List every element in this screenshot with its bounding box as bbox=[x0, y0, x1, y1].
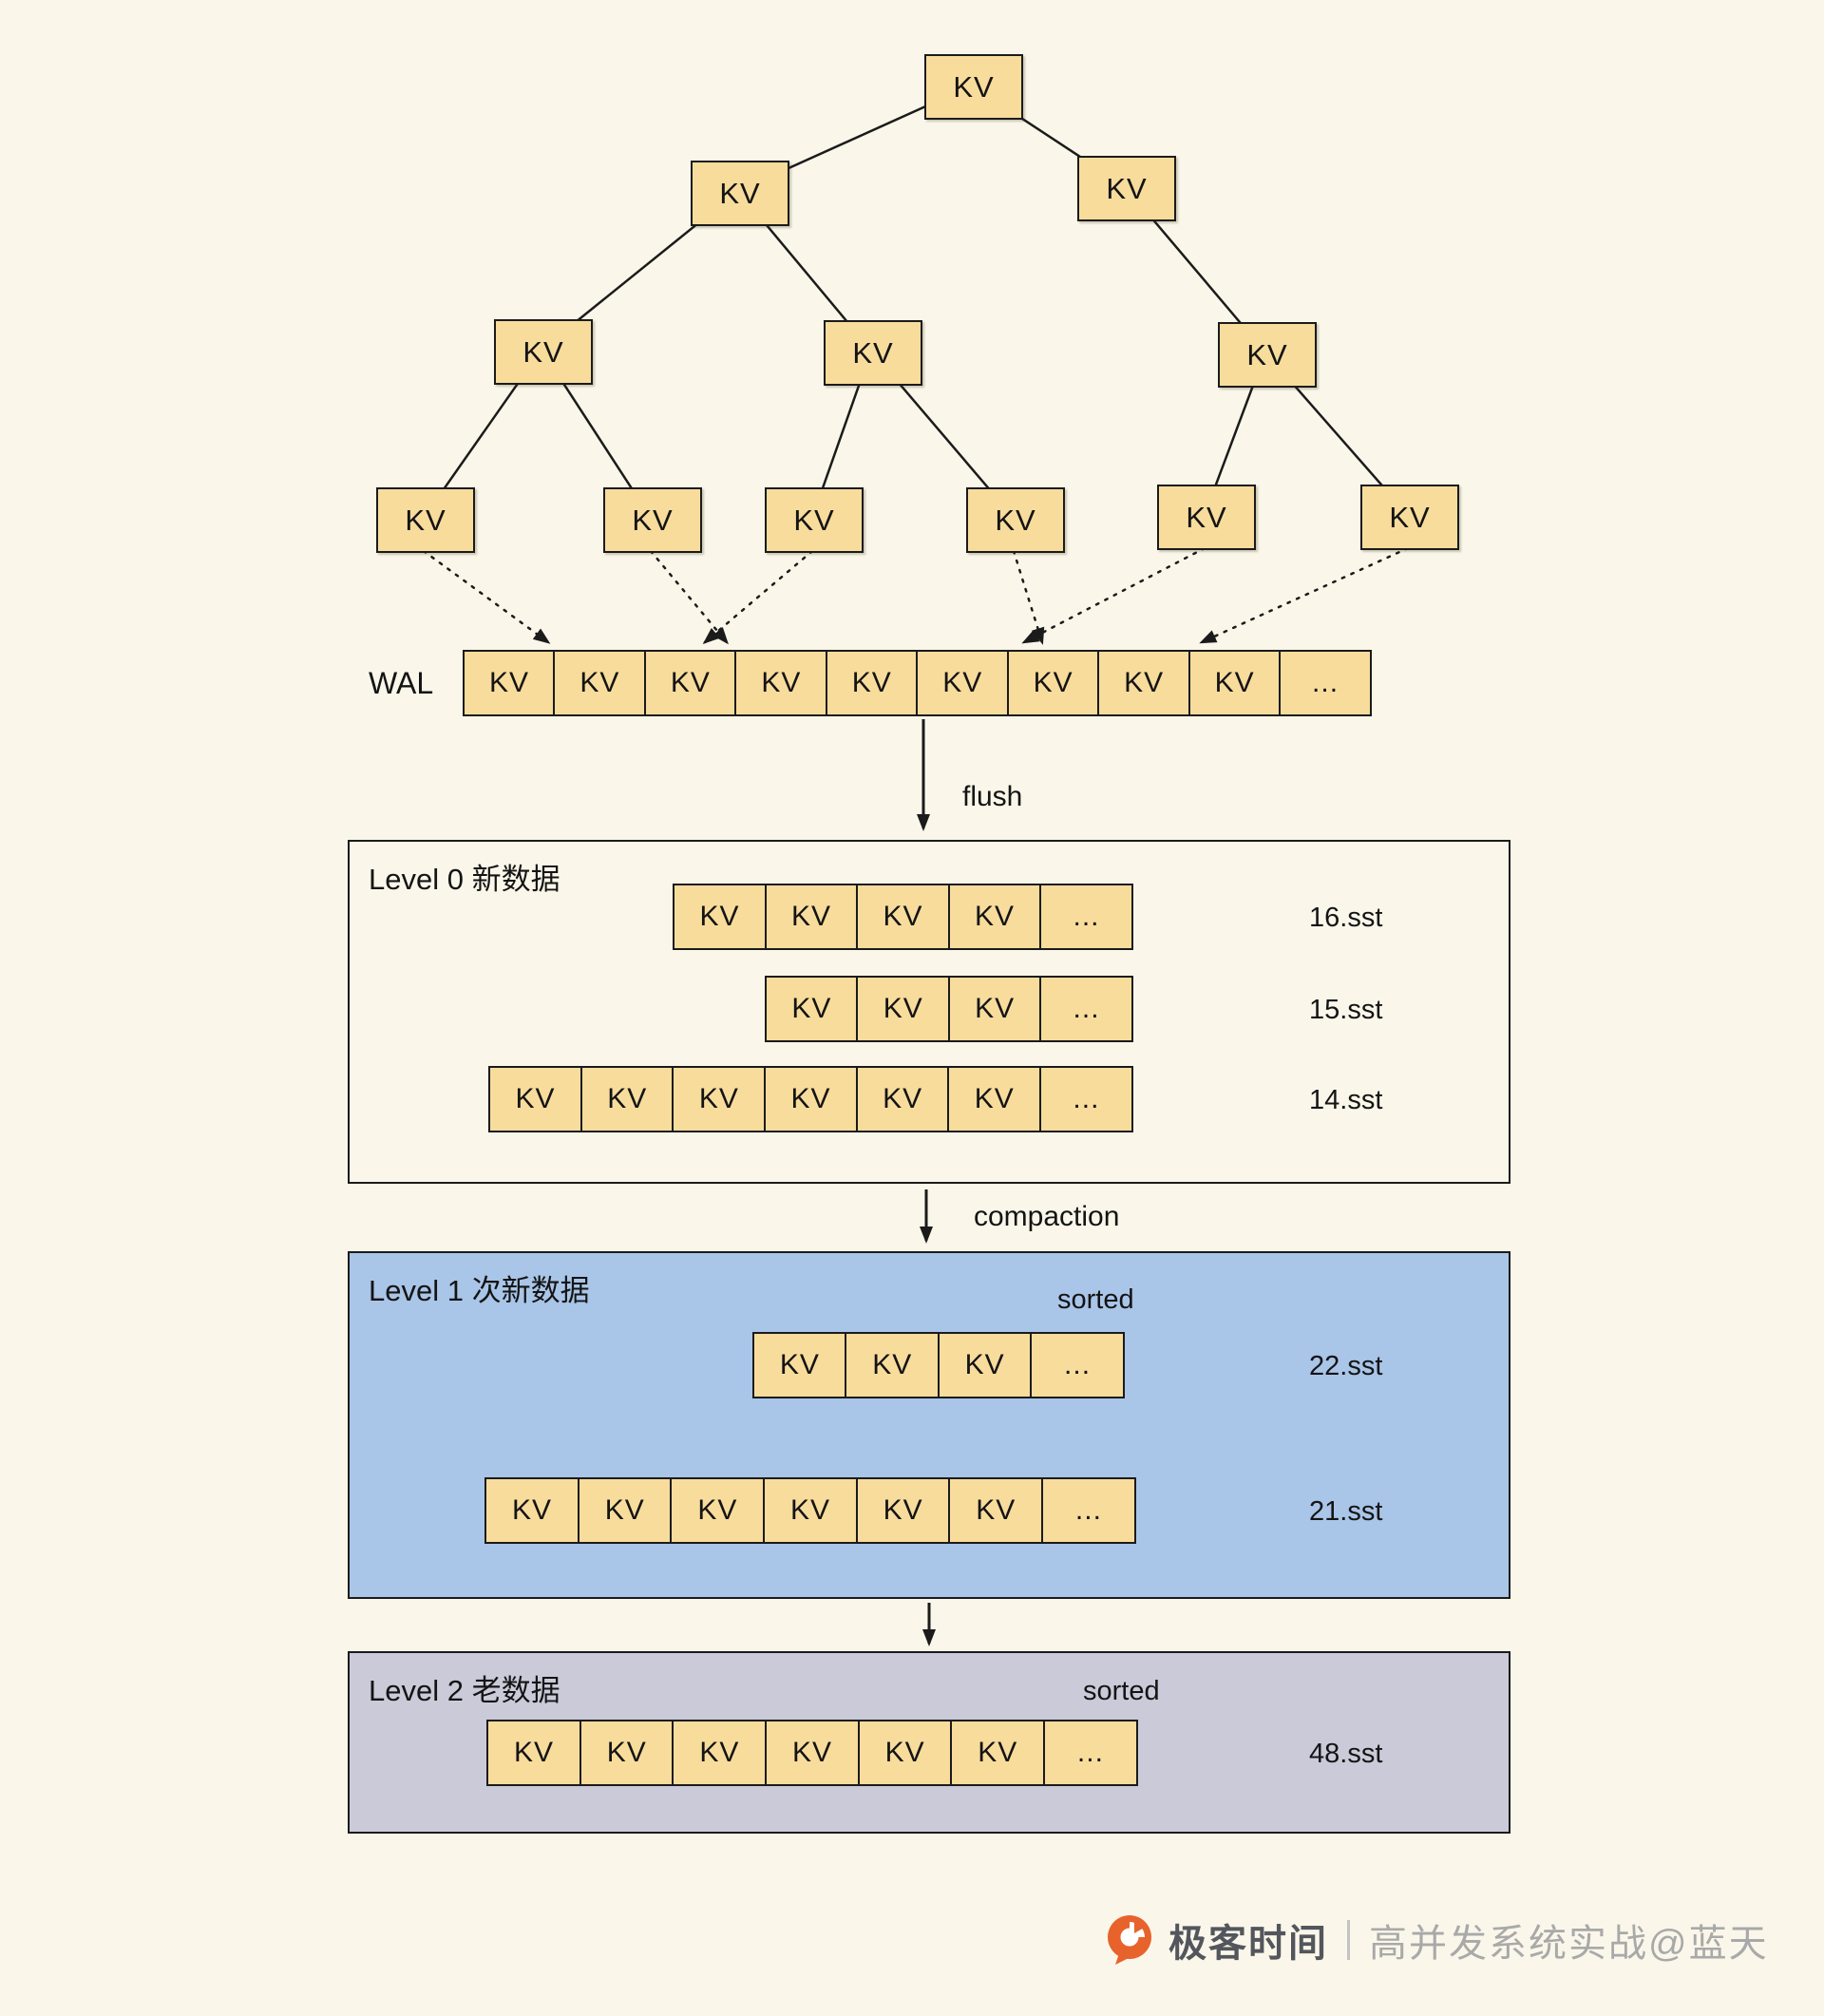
tree-leaf-node: KV bbox=[603, 487, 702, 553]
tree-node: KV bbox=[691, 161, 789, 226]
tree-leaf-node: KV bbox=[966, 487, 1065, 553]
kv-cell: KV bbox=[947, 884, 1042, 950]
kv-cell: KV bbox=[1097, 650, 1191, 716]
kv-cell: KV bbox=[553, 650, 647, 716]
ellipsis-cell: ... bbox=[1040, 1477, 1136, 1544]
sst-file-label: 48.sst bbox=[1309, 1739, 1383, 1769]
kv-cell: KV bbox=[947, 976, 1042, 1042]
tree-leaf-node: KV bbox=[1360, 485, 1459, 550]
tree-edges bbox=[422, 84, 1409, 519]
ellipsis-cell: ... bbox=[1039, 976, 1133, 1042]
compaction-label: compaction bbox=[974, 1201, 1120, 1232]
footer-course: 高并发系统实战@蓝天 bbox=[1369, 1923, 1769, 1965]
level2-sorted-label: sorted bbox=[1083, 1676, 1160, 1706]
kv-cell: KV bbox=[765, 976, 859, 1042]
footer: 极客时间 高并发系统实战@蓝天 bbox=[1106, 1913, 1769, 1967]
kv-cell: KV bbox=[762, 1477, 859, 1544]
kv-cell: KV bbox=[950, 1720, 1046, 1786]
kv-cell: KV bbox=[734, 650, 828, 716]
sst-file-label: 16.sst bbox=[1309, 903, 1383, 933]
sst-file-label: 22.sst bbox=[1309, 1351, 1383, 1381]
kv-cell: KV bbox=[484, 1477, 580, 1544]
kv-cell: KV bbox=[825, 650, 919, 716]
flush-label: flush bbox=[962, 781, 1023, 812]
tree-node: KV bbox=[494, 319, 593, 385]
leaf-to-wal-arrows bbox=[422, 546, 1410, 645]
level1-title: Level 1 次新数据 bbox=[369, 1274, 590, 1307]
kv-cell: KV bbox=[486, 1720, 582, 1786]
tree-leaf-node: KV bbox=[1157, 485, 1256, 550]
kv-cell: KV bbox=[947, 1066, 1042, 1132]
sst-file-label: 14.sst bbox=[1309, 1085, 1383, 1115]
kv-cell: KV bbox=[937, 1332, 1033, 1398]
level0-title: Level 0 新数据 bbox=[369, 863, 560, 896]
kv-cell: KV bbox=[752, 1332, 847, 1398]
kv-cell: KV bbox=[857, 1720, 953, 1786]
sst-file-label: 15.sst bbox=[1309, 995, 1383, 1025]
ellipsis-cell: ... bbox=[1038, 1066, 1133, 1132]
footer-separator bbox=[1347, 1920, 1350, 1960]
kv-cell: KV bbox=[463, 650, 556, 716]
kv-cell: KV bbox=[672, 1720, 768, 1786]
flow-arrows bbox=[917, 719, 936, 1646]
sst-file-label: 21.sst bbox=[1309, 1496, 1383, 1527]
tree-leaf-node: KV bbox=[376, 487, 475, 553]
kv-cell: KV bbox=[673, 884, 767, 950]
tree-node: KV bbox=[1218, 322, 1317, 388]
kv-cell: KV bbox=[764, 1720, 861, 1786]
ellipsis-cell: ... bbox=[1042, 1720, 1138, 1786]
kv-cell: KV bbox=[577, 1477, 673, 1544]
kv-cell: KV bbox=[763, 1066, 859, 1132]
level1-box: Level 1 次新数据 bbox=[348, 1251, 1510, 1599]
kv-cell: KV bbox=[764, 884, 859, 950]
kv-cell: KV bbox=[855, 1477, 951, 1544]
footer-brand: 极客时间 bbox=[1168, 1923, 1328, 1965]
kv-cell: KV bbox=[670, 1477, 766, 1544]
kv-cell: KV bbox=[856, 884, 950, 950]
kv-cell: KV bbox=[643, 650, 737, 716]
kv-cell: KV bbox=[579, 1720, 674, 1786]
kv-cell: KV bbox=[580, 1066, 674, 1132]
kv-cell: KV bbox=[845, 1332, 940, 1398]
tree-node: KV bbox=[824, 320, 922, 386]
geektime-logo-icon bbox=[1106, 1913, 1155, 1967]
level1-sorted-label: sorted bbox=[1057, 1284, 1134, 1315]
ellipsis-cell: ... bbox=[1030, 1332, 1125, 1398]
wal-label: WAL bbox=[369, 665, 434, 700]
kv-cell: KV bbox=[855, 1066, 950, 1132]
kv-cell: KV bbox=[1006, 650, 1100, 716]
kv-cell: KV bbox=[916, 650, 1010, 716]
ellipsis-cell: ... bbox=[1279, 650, 1373, 716]
kv-cell: KV bbox=[672, 1066, 767, 1132]
tree-leaf-node: KV bbox=[765, 487, 864, 553]
level2-title: Level 2 老数据 bbox=[369, 1674, 560, 1707]
kv-cell: KV bbox=[856, 976, 951, 1042]
kv-cell: KV bbox=[948, 1477, 1044, 1544]
tree-node-root: KV bbox=[924, 54, 1023, 120]
kv-cell: KV bbox=[1188, 650, 1282, 716]
ellipsis-cell: ... bbox=[1039, 884, 1133, 950]
kv-cell: KV bbox=[488, 1066, 583, 1132]
tree-node: KV bbox=[1077, 156, 1176, 221]
